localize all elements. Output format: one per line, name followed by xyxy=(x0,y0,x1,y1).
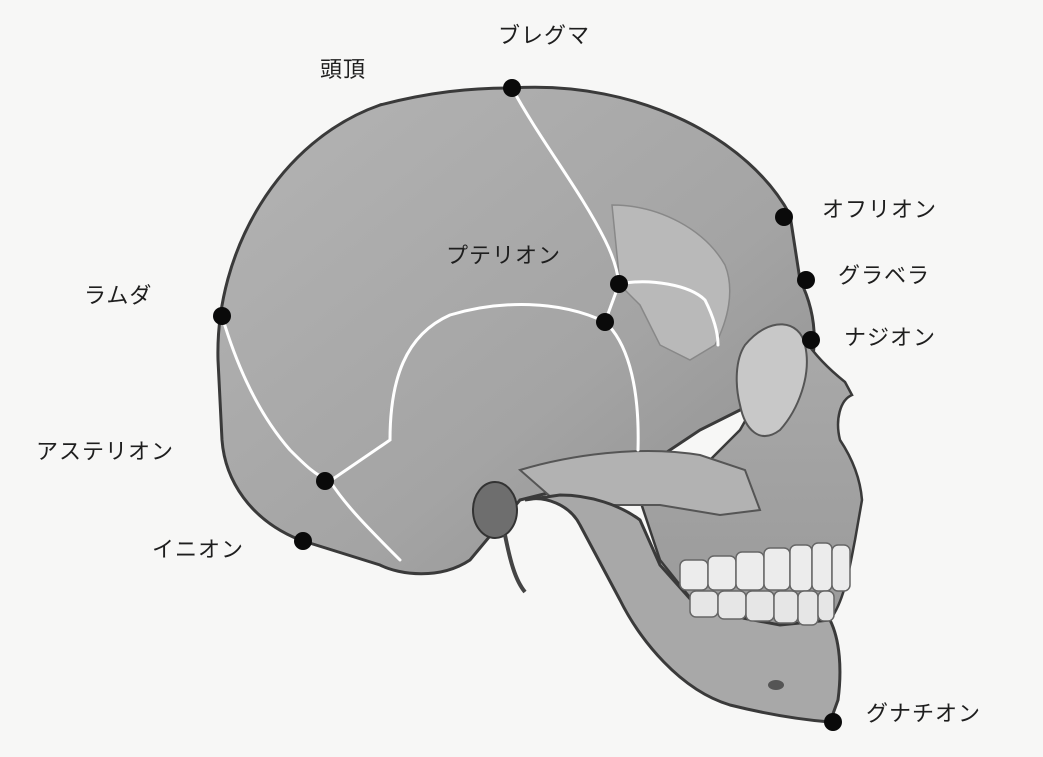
landmark-label-nasion: ナジオン xyxy=(844,328,936,350)
landmark-label-asterion: アステリオン xyxy=(36,442,174,464)
landmark-label-gnathion: グナチオン xyxy=(866,704,981,726)
landmark-point-asterion xyxy=(316,472,334,490)
landmark-point-pterion-upper xyxy=(610,275,628,293)
landmark-label-ophryon: オフリオン xyxy=(822,200,937,222)
landmark-point-glabella xyxy=(797,271,815,289)
landmark-point-pterion xyxy=(596,313,614,331)
landmark-label-lambda: ラムダ xyxy=(84,286,152,308)
styloid-process xyxy=(505,535,525,592)
landmark-label-pterion: プテリオン xyxy=(446,246,561,268)
landmark-point-lambda xyxy=(213,307,231,325)
landmark-point-gnathion xyxy=(824,713,842,731)
landmark-label-glabella: グラベラ xyxy=(838,266,930,288)
landmark-point-inion xyxy=(294,532,312,550)
landmark-point-bregma xyxy=(503,79,521,97)
landmark-label-inion: イニオン xyxy=(152,540,244,562)
landmark-point-ophryon xyxy=(775,208,793,226)
ear-canal xyxy=(473,482,517,538)
landmark-label-bregma: ブレグマ xyxy=(498,26,590,48)
landmark-label-vertex: 頭頂 xyxy=(320,60,366,82)
mental-foramen xyxy=(768,680,784,690)
landmark-point-nasion xyxy=(802,331,820,349)
